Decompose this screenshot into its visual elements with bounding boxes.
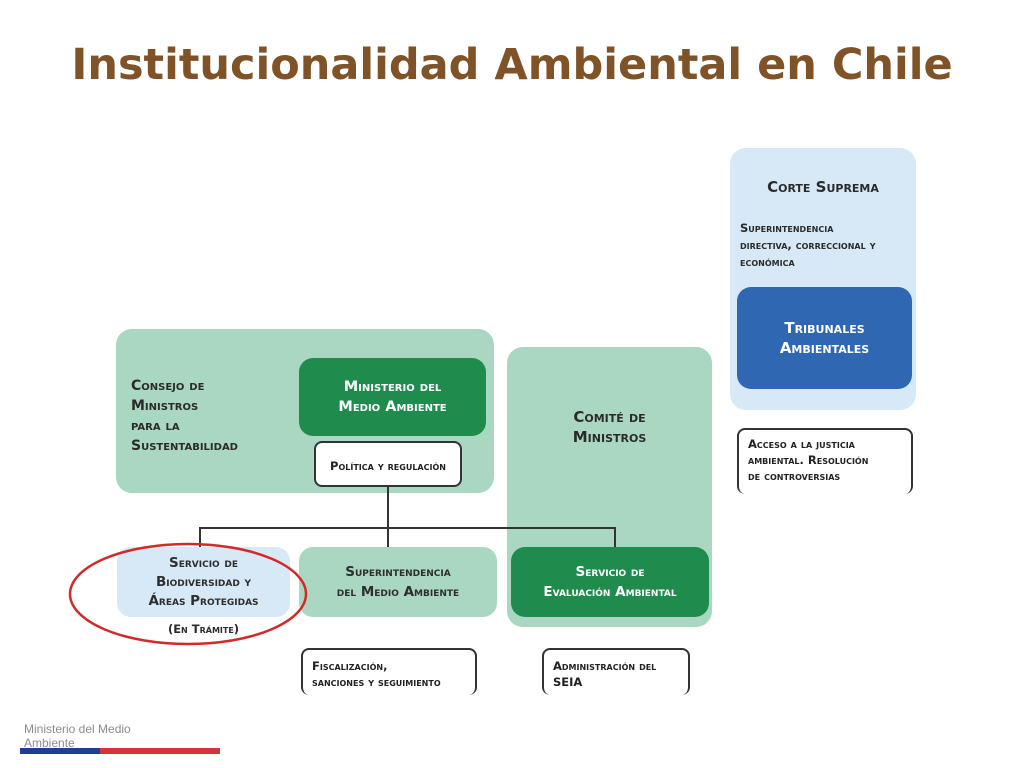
connector-drop-sea xyxy=(614,527,616,547)
page-title: Institucionalidad Ambiental en Chile xyxy=(71,40,953,90)
connector-vertical-ministerio xyxy=(387,487,389,529)
politica-regulacion-note: Política y regulación xyxy=(314,441,462,487)
superintendencia-medio-ambiente-box: Superintendencia del Medio Ambiente xyxy=(299,547,497,617)
tribunales-ambientales-box: Tribunales Ambientales xyxy=(737,287,912,389)
acceso-justicia-note: Acceso a la justicia ambiental. Resoluci… xyxy=(737,428,913,494)
flag-bar-red xyxy=(100,748,220,754)
administracion-seia-note: Administración del SEIA xyxy=(542,648,690,695)
corte-suprema-label: Corte Suprema xyxy=(767,178,879,196)
tribunales-ambientales-label: Tribunales Ambientales xyxy=(779,319,870,357)
servicio-biodiversidad-box: Servicio de Biodiversidad y Áreas Proteg… xyxy=(117,547,290,617)
connector-horizontal xyxy=(199,527,615,529)
consejo-ministros-label: Consejo de Ministros para la Sustentabil… xyxy=(131,378,238,454)
footer-ministerio: Ministerio del Medio Ambiente xyxy=(24,722,131,750)
corte-suprema-description: Superintendencia directiva, correccional… xyxy=(740,221,876,269)
connector-drop-biodiversidad xyxy=(199,527,201,547)
connector-drop-superintendencia xyxy=(387,527,389,547)
servicio-biodiversidad-label: Servicio de Biodiversidad y Áreas Proteg… xyxy=(148,554,259,609)
ministerio-medio-ambiente-box: Ministerio del Medio Ambiente xyxy=(299,358,486,436)
flag-bar-blue xyxy=(20,748,100,754)
comite-ministros-label: Comité de Ministros xyxy=(572,408,647,446)
servicio-evaluacion-ambiental-box: Servicio de Evaluación Ambiental xyxy=(511,547,709,617)
fiscalizacion-note: Fiscalización, sanciones y seguimiento xyxy=(301,648,477,695)
servicio-evaluacion-ambiental-label: Servicio de Evaluación Ambiental xyxy=(543,564,677,600)
ministerio-medio-ambiente-label: Ministerio del Medio Ambiente xyxy=(338,379,447,415)
en-tramite-label: (En Trámite) xyxy=(167,622,240,636)
superintendencia-medio-ambiente-label: Superintendencia del Medio Ambiente xyxy=(336,564,460,600)
